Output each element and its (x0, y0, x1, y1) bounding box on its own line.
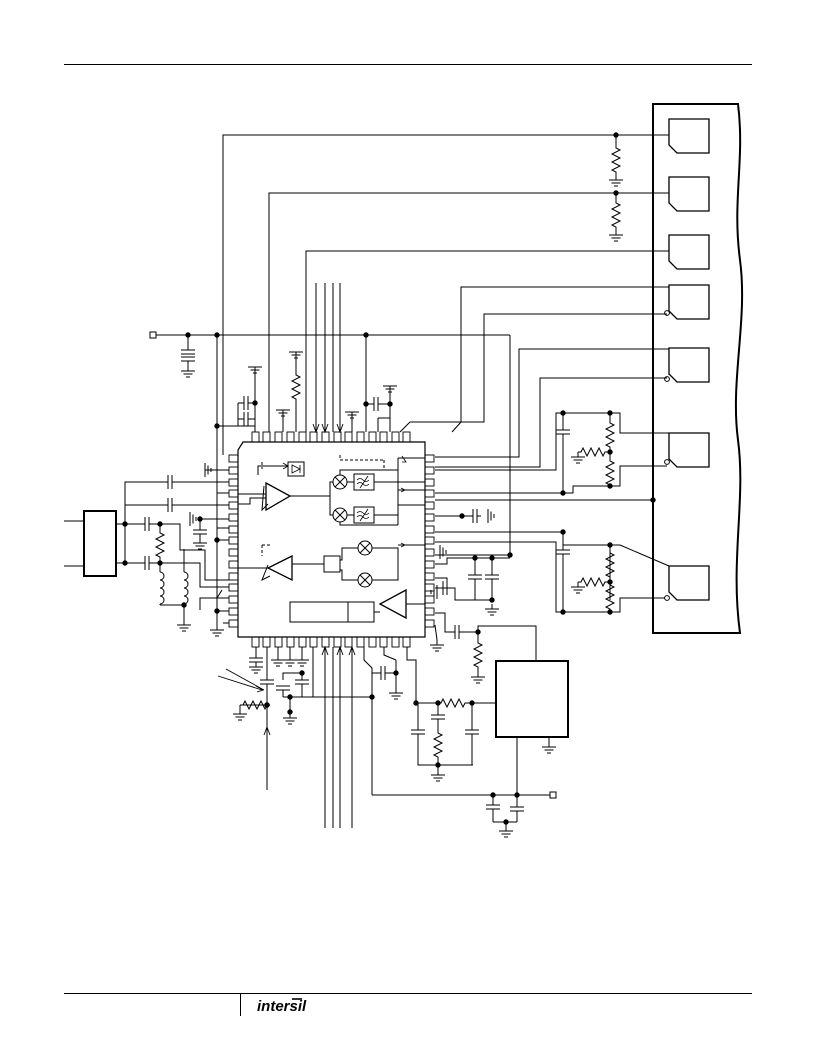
saw-filter-module (83, 510, 117, 577)
footer-rule (64, 993, 752, 994)
connector-board-outline (652, 103, 744, 634)
vco-module (495, 660, 569, 738)
footer-divider (240, 994, 241, 1016)
header-rule (64, 64, 752, 65)
brand-name: intersil (257, 998, 307, 1015)
intersil-logo-icon: intersil (257, 998, 307, 1015)
